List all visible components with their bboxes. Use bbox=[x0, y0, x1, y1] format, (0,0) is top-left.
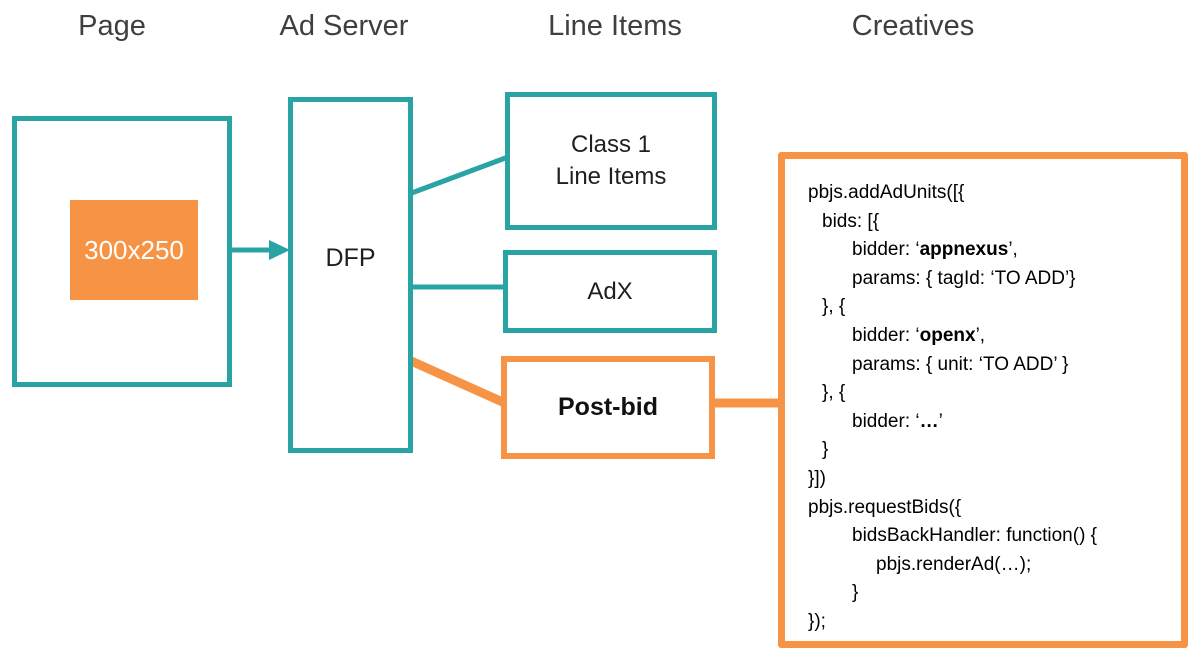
code-line: } bbox=[852, 582, 859, 604]
code-line: pbjs.renderAd(…); bbox=[876, 553, 1032, 575]
code-line: } bbox=[822, 439, 829, 461]
code-line: pbjs.requestBids({ bbox=[808, 496, 962, 518]
postbid-label: Post-bid bbox=[558, 393, 658, 421]
code-line: bidsBackHandler: function() { bbox=[852, 525, 1098, 547]
dfp-box: DFP bbox=[288, 97, 413, 453]
code-line: pbjs.addAdUnits([{ bbox=[808, 182, 965, 203]
code-line: params: { tagId: ‘TO ADD’} bbox=[852, 267, 1076, 289]
column-header-page: Page bbox=[78, 10, 146, 42]
adx-box: AdX bbox=[503, 250, 717, 333]
adx-label: AdX bbox=[587, 277, 633, 305]
postbid-box: Post-bid bbox=[501, 356, 715, 459]
code-line: }, { bbox=[822, 296, 846, 318]
code-line: bidder: ‘…’ bbox=[852, 410, 943, 432]
ad-slot-box: 300x250 bbox=[70, 200, 198, 300]
column-header-ad-server: Ad Server bbox=[279, 10, 409, 42]
connector-dfp-to-postbid bbox=[398, 351, 509, 409]
class1-line-items-label: Class 1 Line Items bbox=[555, 131, 667, 190]
dfp-label: DFP bbox=[325, 243, 376, 272]
column-header-creatives: Creatives bbox=[851, 10, 975, 42]
code-line: bids: [{ bbox=[822, 210, 880, 232]
ad-slot-label: 300x250 bbox=[84, 234, 184, 265]
code-line: params: { unit: ‘TO ADD’ } bbox=[852, 353, 1069, 375]
code-line: bidder: ‘openx’, bbox=[852, 324, 986, 346]
class1-line-items-box: Class 1 Line Items bbox=[505, 92, 717, 230]
code-line: bidder: ‘appnexus’, bbox=[852, 239, 1018, 261]
code-block: pbjs.addAdUnits([{ bids: [{ bidder: ‘appne… bbox=[808, 179, 1171, 637]
creatives-code-box: pbjs.addAdUnits([{ bids: [{ bidder: ‘appne… bbox=[778, 152, 1188, 648]
connector-dfp-to-class1 bbox=[400, 154, 509, 200]
code-line: }]) bbox=[808, 467, 826, 489]
code-line: }); bbox=[808, 610, 826, 632]
arrow-page-to-dfp-head bbox=[269, 240, 290, 260]
column-header-line-items: Line Items bbox=[548, 10, 682, 42]
code-line: }, { bbox=[822, 382, 846, 404]
